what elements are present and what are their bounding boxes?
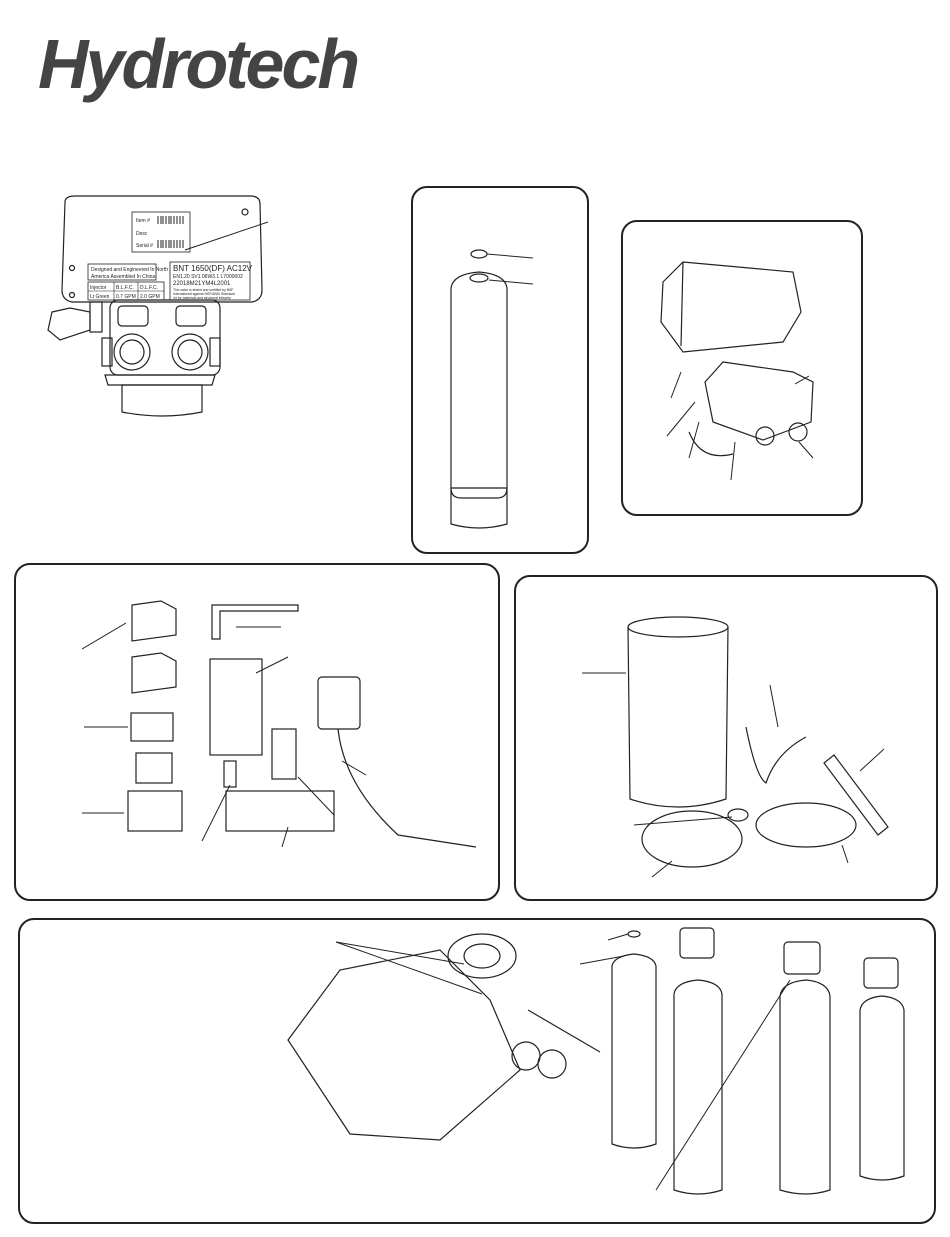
tank-lid-icon <box>755 802 857 848</box>
controller-head-icon <box>783 941 821 975</box>
flow-header-injector: Injector <box>90 285 107 291</box>
mineral-tank-icon <box>450 271 508 499</box>
cert-line-1: This valve is tested and certified by NS… <box>173 288 234 292</box>
mineral-tank-icon <box>611 953 657 1149</box>
model-line: BNT 1650(DF) AC12V <box>173 264 253 273</box>
controller-head-icon <box>679 927 715 959</box>
serial-line: 22018M21YM4L2001 <box>173 281 231 287</box>
flow-header-dlfc: D.L.F.C. <box>140 285 158 291</box>
barcode-icon <box>157 216 184 248</box>
allen-key-icon <box>211 604 299 640</box>
kit-panel <box>14 563 500 901</box>
controller-front-view: Item # Desc Serial # Designed and Engine… <box>30 190 290 430</box>
mineral-tank-icon <box>859 995 905 1181</box>
cert-line-2: International against NSF/ANSI Standard <box>173 292 235 296</box>
tank-base-icon <box>450 487 508 529</box>
elbow-fitting-icon <box>131 652 177 694</box>
brine-tank-icon <box>627 626 729 808</box>
flow-value-blfc: 0.7 GPM <box>116 294 136 300</box>
flow-value-dlfc: 2.0 GPM <box>140 294 160 300</box>
spec-line-2: America Assembled In China <box>91 274 155 280</box>
cert-line-3: 44 for materials and structural integrit… <box>173 296 231 300</box>
install-panel <box>18 918 936 1224</box>
valve-body-icon <box>704 361 814 441</box>
tank-panel <box>411 186 589 554</box>
controller-head-icon <box>863 957 899 989</box>
brine-panel <box>514 575 938 901</box>
tank-cap-icon <box>470 249 488 259</box>
grid-plate-icon <box>641 810 743 868</box>
o-ring-card-icon <box>225 790 335 832</box>
parts-card-icon <box>209 658 263 756</box>
brand-name: Hydrotech <box>38 26 357 103</box>
model-sub-line: EN1.20 SV1.06W3.1 L7000602 <box>173 274 243 280</box>
controller-valve-assembly-icon <box>287 949 521 1141</box>
adapter-fitting-icon <box>130 712 174 742</box>
plug-icon <box>223 760 237 788</box>
adapter-fitting-icon <box>135 752 173 784</box>
valve-panel <box>621 220 863 516</box>
flow-header-blfc: B.L.F.C. <box>116 285 134 291</box>
controller-housing-icon <box>660 261 802 353</box>
strainer-icon <box>127 790 183 832</box>
label-serial-field: Serial # <box>136 243 153 249</box>
brine-well-icon <box>823 754 889 836</box>
flow-value-injector: Lt Green <box>90 294 110 300</box>
elbow-fitting-icon <box>131 600 177 642</box>
mineral-tank-icon <box>673 979 723 1195</box>
mineral-tank-icon <box>779 979 831 1195</box>
spec-line-1: Designed and Engineered In North <box>91 267 168 273</box>
remote-sensor-icon <box>317 676 361 730</box>
brine-tubing-icon <box>745 726 807 784</box>
label-item-field: Item # <box>136 218 150 224</box>
parts-bag-icon <box>271 728 297 780</box>
brand-logo: Hydrotech <box>38 26 398 106</box>
label-desc-field: Desc <box>136 231 148 237</box>
